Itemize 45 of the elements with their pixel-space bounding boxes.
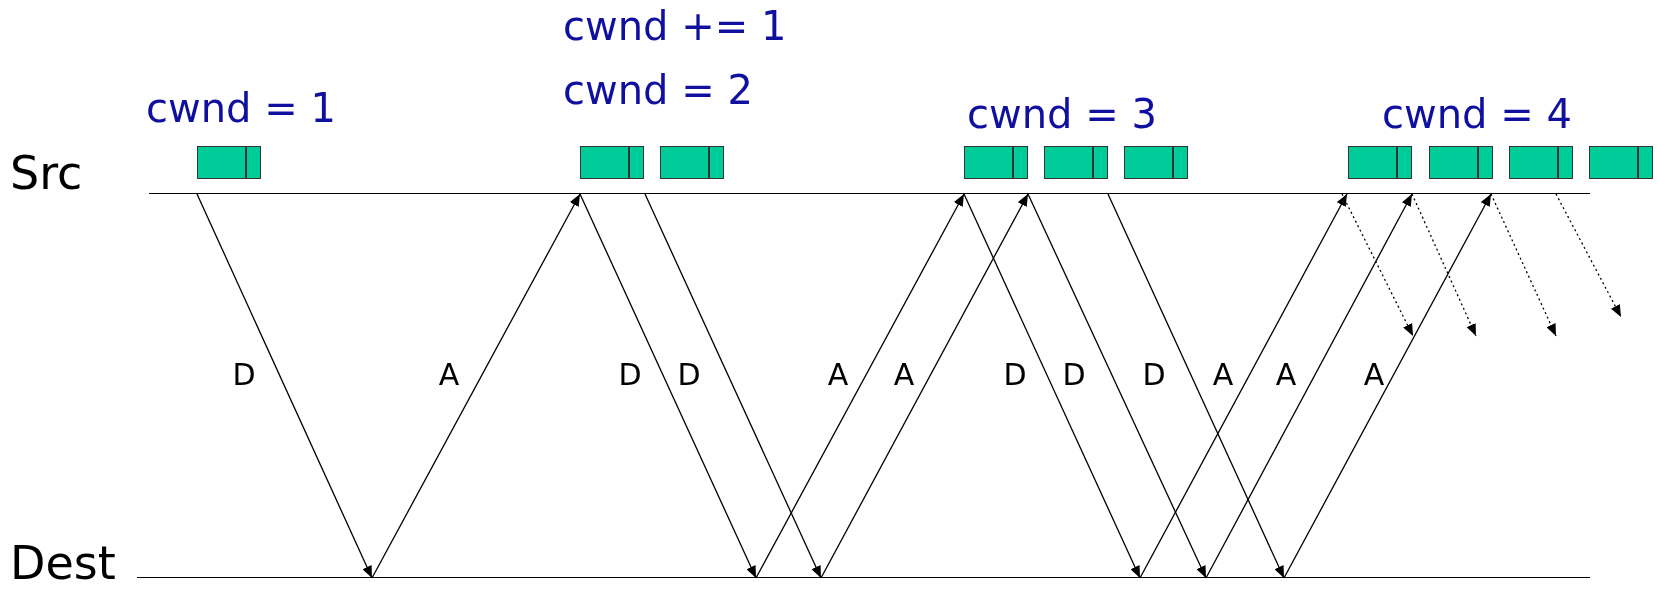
- edge-label: D: [677, 360, 701, 390]
- arrow: [963, 193, 1141, 579]
- packet-box: [1124, 146, 1188, 179]
- packet-box: [660, 146, 724, 179]
- edge-label: D: [1142, 360, 1166, 390]
- packet-box: [1509, 146, 1573, 179]
- edge-label: D: [618, 360, 642, 390]
- edge-label: D: [232, 360, 256, 390]
- timeline-label: Dest: [10, 540, 116, 586]
- arrow: [1027, 193, 1207, 579]
- dotted-arrow: [1555, 193, 1622, 318]
- edge-label: A: [1363, 360, 1385, 390]
- arrow: [820, 193, 1029, 579]
- arrow: [1107, 193, 1285, 579]
- packet-box: [580, 146, 644, 179]
- arrow: [371, 193, 581, 579]
- packet-box: [1429, 146, 1493, 179]
- arrow: [755, 193, 965, 579]
- cwnd-label: cwnd = 2: [563, 70, 753, 110]
- arrow: [579, 193, 757, 579]
- arrow: [1139, 193, 1348, 579]
- packet-box: [1589, 146, 1653, 179]
- edge-label: A: [1212, 360, 1234, 390]
- packet-box: [1348, 146, 1412, 179]
- edge-label: D: [1062, 360, 1086, 390]
- packet-box: [197, 146, 261, 179]
- packet-box: [1044, 146, 1108, 179]
- edge-label: A: [893, 360, 915, 390]
- dotted-arrow: [1411, 193, 1477, 337]
- cwnd-label: cwnd = 3: [967, 94, 1157, 134]
- arrow: [1283, 193, 1492, 579]
- dotted-arrow: [1341, 193, 1414, 337]
- arrow: [196, 193, 373, 579]
- timeline-label: Src: [10, 150, 83, 196]
- edge-label: A: [1275, 360, 1297, 390]
- edge-label: D: [1003, 360, 1027, 390]
- arrow: [644, 193, 822, 579]
- cwnd-label: cwnd = 4: [1382, 94, 1572, 134]
- dotted-arrow: [1490, 193, 1557, 337]
- cwnd-label: cwnd += 1: [563, 6, 787, 46]
- packet-box: [964, 146, 1028, 179]
- arrow: [1205, 193, 1413, 579]
- edge-label: A: [827, 360, 849, 390]
- edge-label: A: [438, 360, 460, 390]
- cwnd-label: cwnd = 1: [146, 88, 336, 128]
